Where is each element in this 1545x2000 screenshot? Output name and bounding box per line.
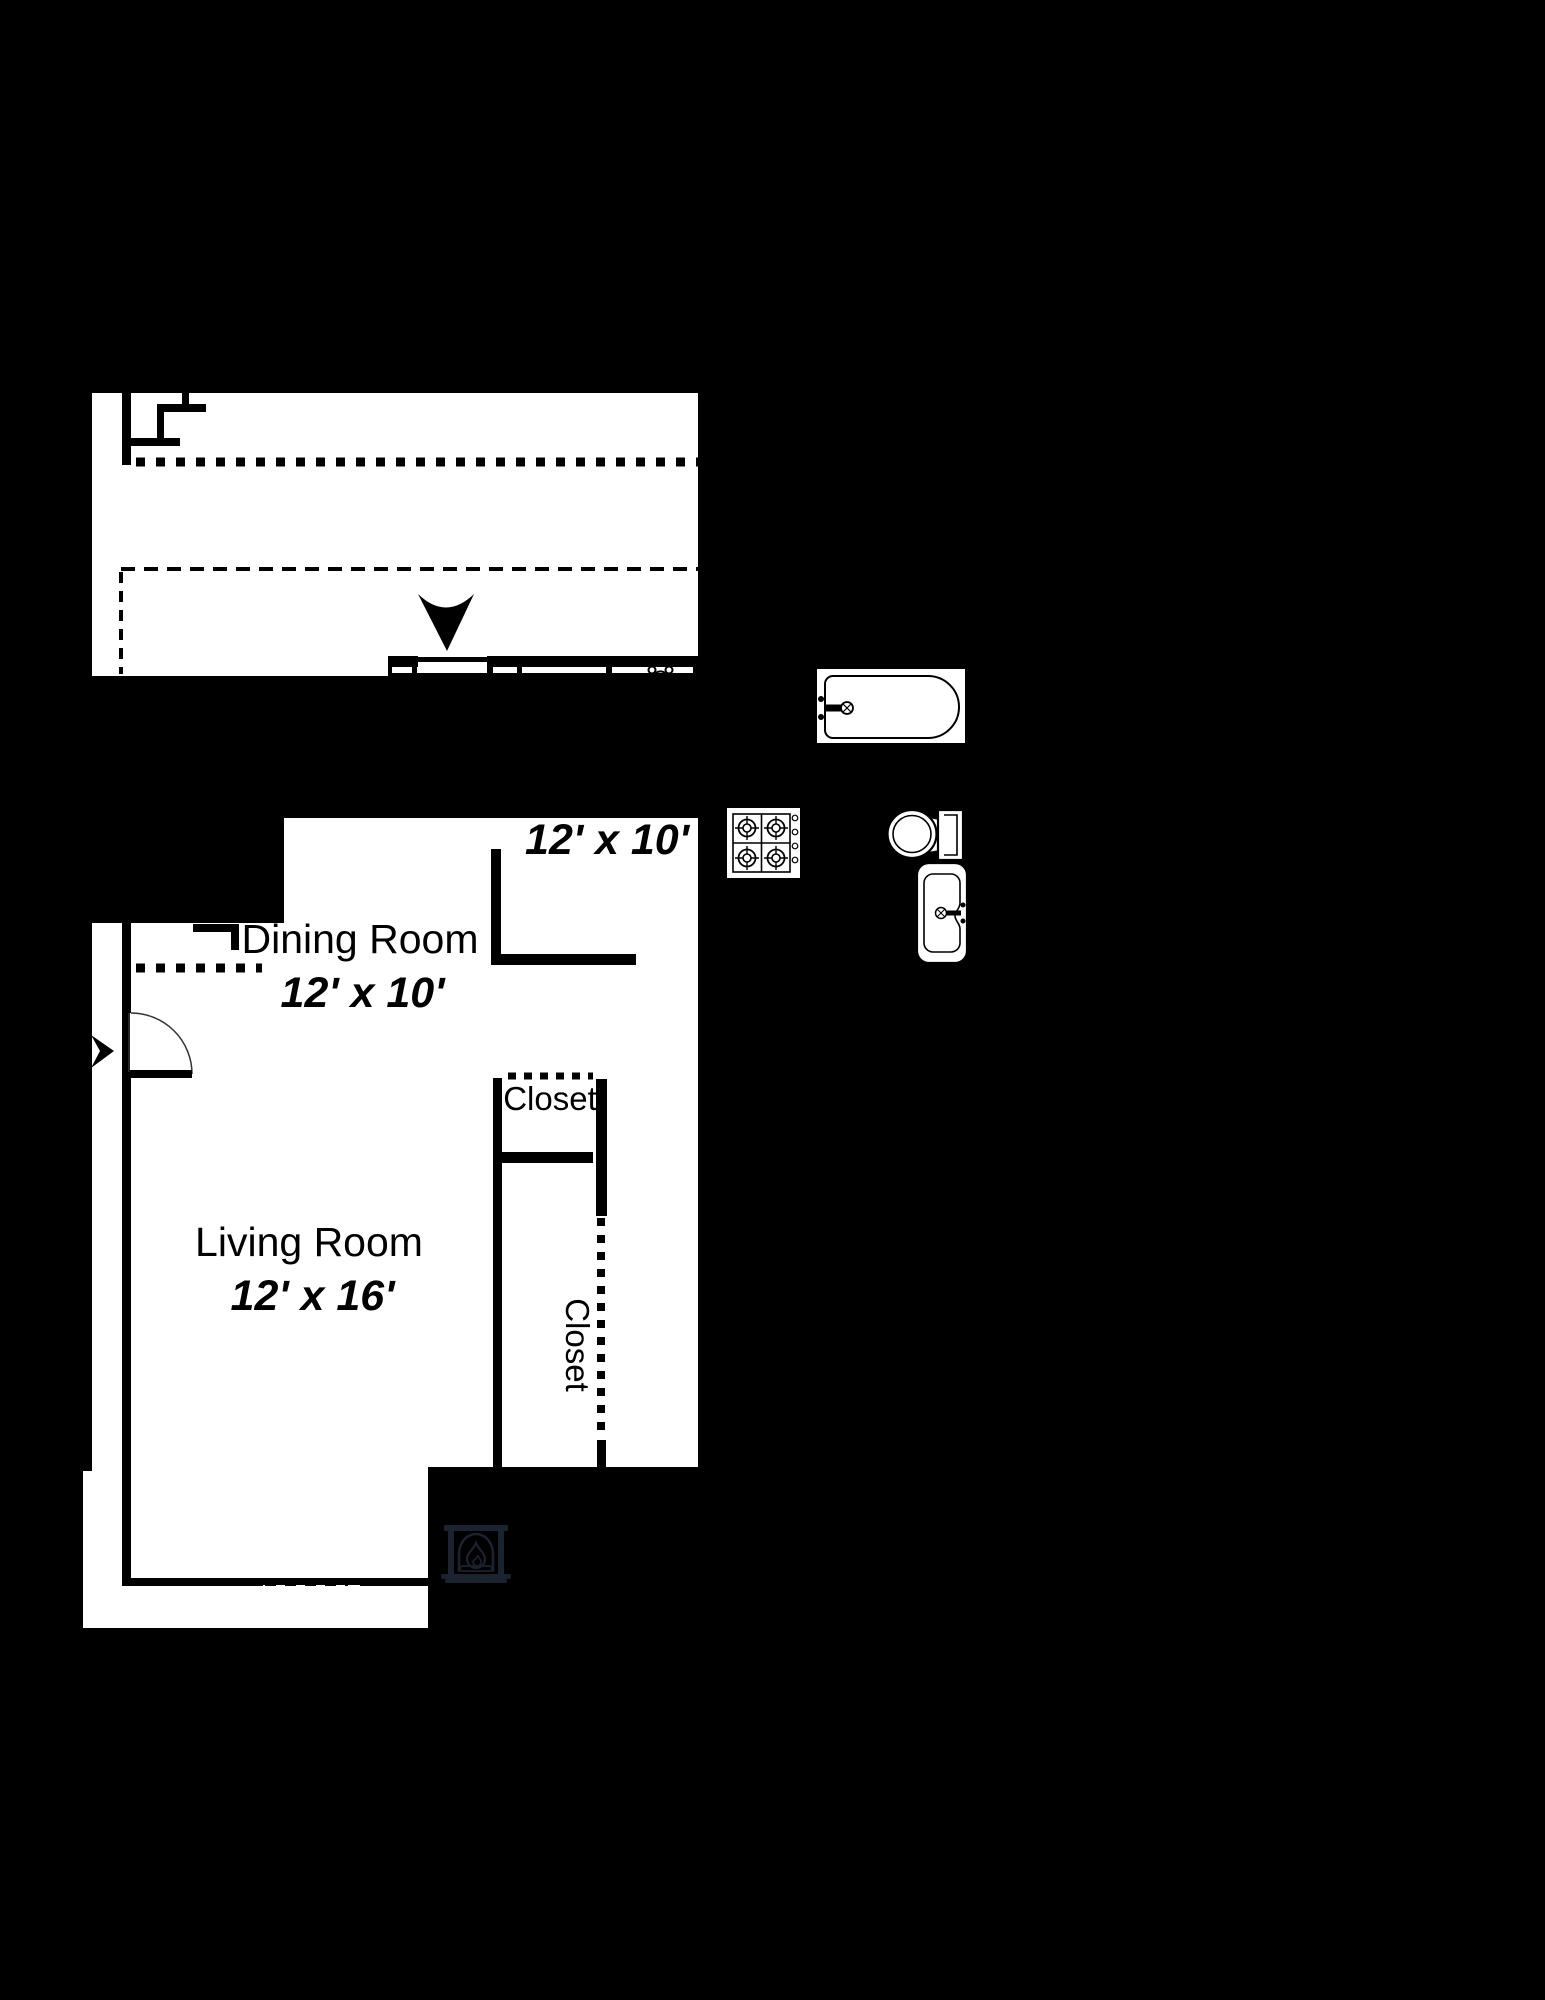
closet-lower-label: Closet	[559, 1298, 596, 1392]
main-floor	[130, 818, 698, 1578]
down-arrow-icon	[418, 594, 474, 651]
burner	[735, 846, 759, 870]
closet-right-wall	[596, 1079, 607, 1216]
burner	[764, 816, 788, 840]
toilet-icon	[886, 808, 965, 862]
dining-room-label: Dining Room	[241, 916, 479, 962]
wall-stub	[193, 924, 239, 950]
stairs-icon	[122, 393, 206, 465]
left-edge-strip	[92, 923, 122, 1471]
sink-icon	[915, 861, 969, 965]
upper-room-floor	[92, 393, 698, 676]
door-swing-icon	[128, 1012, 193, 1078]
bottom-wall-left	[122, 1578, 263, 1586]
closet-wall-stub	[597, 1440, 606, 1467]
kitchen-dims-label: 12' x 10'	[525, 816, 689, 864]
upper-room	[92, 393, 698, 676]
kitchen-wall	[491, 849, 636, 965]
entry-arrow-icon	[91, 1035, 114, 1068]
dining-room-dims-label: 12' x 10'	[280, 969, 445, 1017]
closet-left-wall	[493, 1078, 502, 1467]
closet-upper-label: Closet	[503, 1080, 597, 1117]
bathtub-icon	[817, 669, 965, 743]
fireplace-icon	[441, 1525, 511, 1583]
hinge-icon	[647, 665, 674, 675]
left-wall-lower	[122, 1073, 131, 1580]
stove-knobs	[791, 814, 799, 864]
burner	[735, 816, 759, 840]
bottom-wall-right	[360, 1578, 430, 1586]
living-room-dims-label: 12' x 16'	[230, 1272, 395, 1320]
left-wall-upper	[122, 923, 131, 1013]
main-unit	[83, 818, 698, 1628]
closet-divider-wall	[501, 1152, 593, 1163]
counter-band	[388, 656, 698, 676]
living-room-label: Living Room	[195, 1219, 423, 1265]
bottom-strip	[83, 1585, 428, 1628]
stove-icon	[727, 808, 800, 878]
burner	[764, 846, 788, 870]
